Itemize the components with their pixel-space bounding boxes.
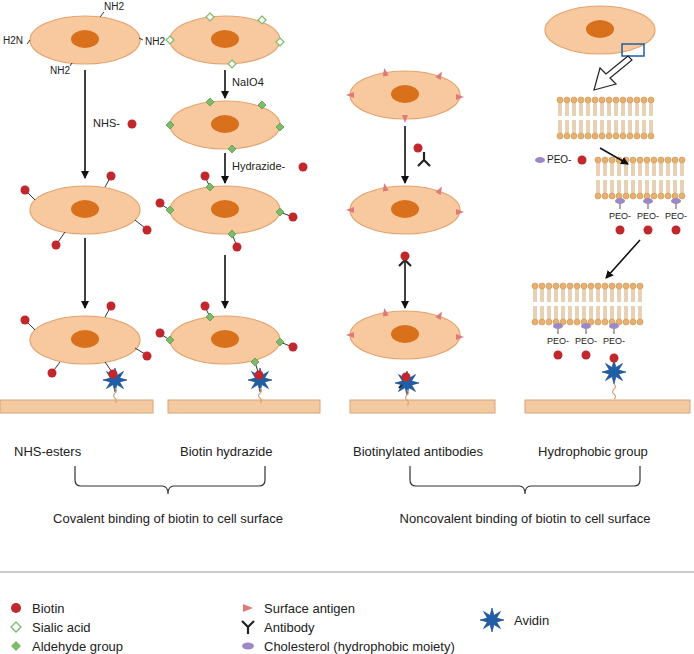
method-label: Biotin hydrazide <box>180 445 273 460</box>
linker-label: PEO- <box>547 154 571 166</box>
method-label: NHS-esters <box>14 445 81 460</box>
legend-text: Biotin <box>32 601 65 616</box>
legend-text: Cholesterol (hydrophobic moiety) <box>264 639 455 654</box>
reagent-label: NHS- <box>93 117 120 130</box>
legend-text: Antibody <box>264 620 315 635</box>
linker-label: PEO- <box>608 211 632 221</box>
linker-label: PEO- <box>636 211 660 221</box>
legend-entry: Biotin <box>8 600 65 616</box>
method-label: Biotinylated antibodies <box>353 445 483 460</box>
amine-label: NH2 <box>50 65 70 77</box>
legend-swatch <box>240 638 256 654</box>
legend-swatch <box>240 600 256 616</box>
legend-entry: Antibody <box>240 619 315 635</box>
legend-entry: Cholesterol (hydrophobic moiety) <box>240 638 455 654</box>
legend-text: Sialic acid <box>32 620 91 635</box>
legend-swatch <box>478 606 506 634</box>
amine-label: NH2 <box>145 36 165 48</box>
linker-label: PEO- <box>546 336 570 346</box>
legend-swatch <box>8 619 24 635</box>
legend-entry: Aldehyde group <box>8 638 123 654</box>
legend-text: Aldehyde group <box>32 639 123 654</box>
legend-entry: Surface antigen <box>240 600 355 616</box>
group-label: Covalent binding of biotin to cell surfa… <box>53 512 283 527</box>
linker-label: PEO- <box>574 336 598 346</box>
legend-text: Surface antigen <box>264 601 355 616</box>
legend-text: Avidin <box>514 613 549 628</box>
amine-label: NH2 <box>104 1 124 13</box>
legend-swatch <box>8 638 24 654</box>
amine-label: H2N <box>3 35 23 47</box>
method-label: Hydrophobic group <box>538 445 648 460</box>
linker-label: PEO- <box>664 211 688 221</box>
linker-label: PEO- <box>602 336 626 346</box>
reagent-label: Hydrazide- <box>232 160 285 173</box>
legend-entry: Avidin <box>478 606 549 634</box>
reagent-label: NaIO4 <box>232 76 264 89</box>
group-label: Noncovalent binding of biotin to cell su… <box>400 512 651 527</box>
legend-swatch <box>240 619 256 635</box>
legend-swatch <box>8 600 24 616</box>
legend-entry: Sialic acid <box>8 619 91 635</box>
